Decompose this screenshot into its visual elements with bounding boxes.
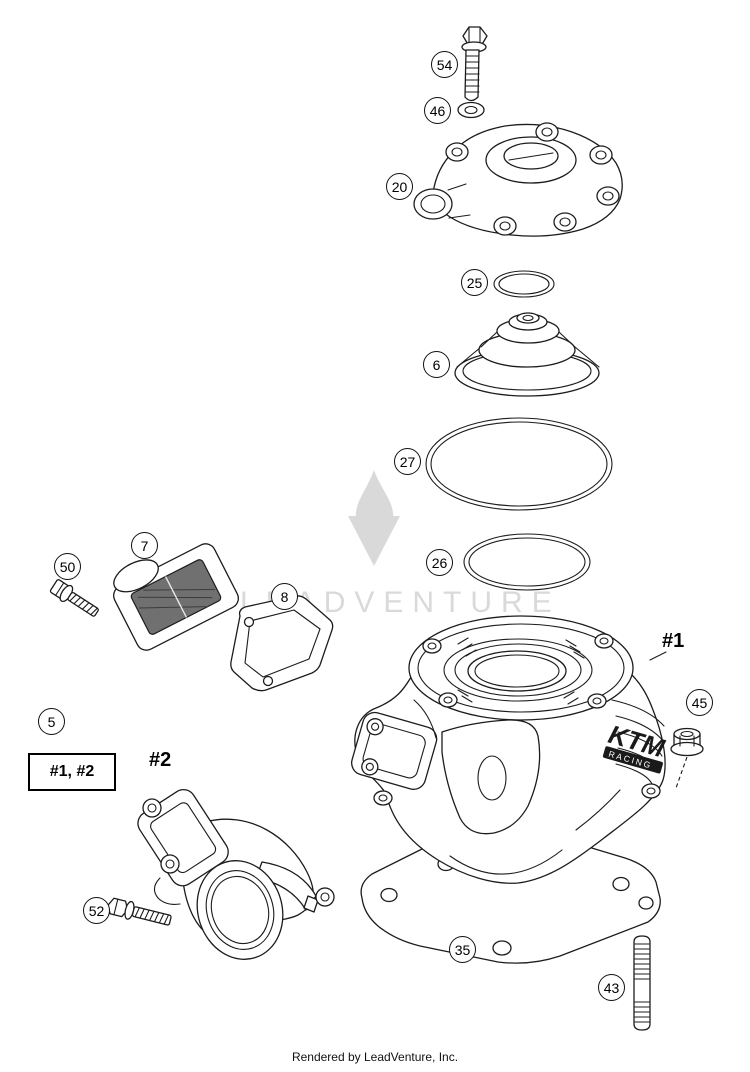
callout-6[interactable]: 6 xyxy=(423,351,450,378)
callout-52[interactable]: 52 xyxy=(83,897,110,924)
footer-credit: Rendered by LeadVenture, Inc. xyxy=(291,1050,459,1064)
callout-5[interactable]: 5 xyxy=(38,708,65,735)
label-leader-line xyxy=(649,651,667,661)
washer-part-46 xyxy=(457,101,485,119)
o-ring-part-25 xyxy=(493,270,555,298)
callout-50[interactable]: 50 xyxy=(54,553,81,580)
watermark-chevron-icon xyxy=(348,516,400,566)
callout-25[interactable]: 25 xyxy=(461,269,488,296)
callout-8[interactable]: 8 xyxy=(271,583,298,610)
reed-valve-part-7 xyxy=(113,543,239,651)
callout-54[interactable]: 54 xyxy=(431,51,458,78)
callout-7[interactable]: 7 xyxy=(131,532,158,559)
cylinder-part-1: KTM RACING xyxy=(350,615,669,884)
intake-flange-part-2 xyxy=(137,788,335,960)
stud-part-43 xyxy=(633,935,651,1031)
callout-26[interactable]: 26 xyxy=(426,549,453,576)
reed-gasket-part-8 xyxy=(230,595,334,692)
group-label-box: #1, #2 xyxy=(28,753,116,791)
screw-part-52 xyxy=(107,897,172,926)
flange-bolt-part-54 xyxy=(461,26,488,102)
callout-43[interactable]: 43 xyxy=(598,974,625,1001)
callout-35[interactable]: 35 xyxy=(449,936,476,963)
head-insert-part-6 xyxy=(454,312,600,397)
part-label-1: #1 xyxy=(662,630,685,652)
o-ring-part-26 xyxy=(463,533,591,591)
callout-27[interactable]: 27 xyxy=(394,448,421,475)
cylinder-head-part-20 xyxy=(413,122,623,237)
ktm-logo: KTM RACING xyxy=(602,719,669,774)
callout-46[interactable]: 46 xyxy=(424,97,451,124)
screw-part-50 xyxy=(49,579,99,617)
callout-45[interactable]: 45 xyxy=(686,689,713,716)
callout-20[interactable]: 20 xyxy=(386,173,413,200)
nut-part-45 xyxy=(670,727,704,789)
o-ring-part-27 xyxy=(425,417,613,511)
base-gasket-part-35 xyxy=(360,834,661,964)
part-label-2: #2 xyxy=(149,749,172,771)
